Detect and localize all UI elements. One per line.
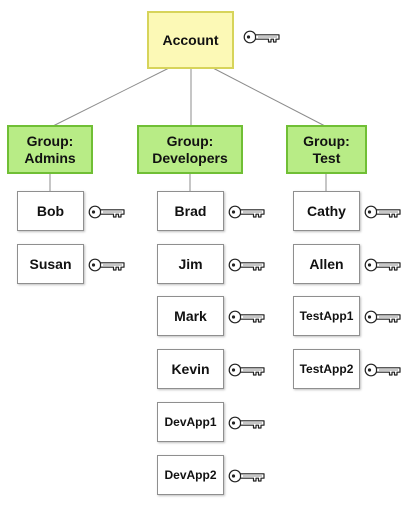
member-testapp1[interactable]: TestApp1 (293, 296, 360, 336)
group-developers-node[interactable]: Group: Developers (137, 125, 243, 174)
key-icon (364, 310, 401, 324)
key-icon (228, 469, 265, 483)
key-icon (228, 416, 265, 430)
key-icon (364, 363, 401, 377)
member-mark[interactable]: Mark (157, 296, 224, 336)
member-devapp2[interactable]: DevApp2 (157, 455, 224, 495)
key-icon (364, 258, 401, 272)
connector-account-admins (52, 66, 172, 127)
member-jim[interactable]: Jim (157, 244, 224, 284)
account-node[interactable]: Account (147, 11, 234, 69)
key-icon (364, 205, 401, 219)
member-cathy[interactable]: Cathy (293, 191, 360, 231)
key-icon (243, 30, 280, 44)
group-test-node[interactable]: Group: Test (286, 125, 367, 174)
key-icon (228, 258, 265, 272)
key-icon (88, 258, 125, 272)
key-icon (228, 310, 265, 324)
member-susan[interactable]: Susan (17, 244, 84, 284)
key-icon (228, 205, 265, 219)
member-kevin[interactable]: Kevin (157, 349, 224, 389)
key-icon (88, 205, 125, 219)
member-allen[interactable]: Allen (293, 244, 360, 284)
member-brad[interactable]: Brad (157, 191, 224, 231)
member-testapp2[interactable]: TestApp2 (293, 349, 360, 389)
key-icon (228, 363, 265, 377)
member-devapp1[interactable]: DevApp1 (157, 402, 224, 442)
group-admins-node[interactable]: Group: Admins (7, 125, 93, 174)
connector-account-test (210, 66, 326, 127)
member-bob[interactable]: Bob (17, 191, 84, 231)
